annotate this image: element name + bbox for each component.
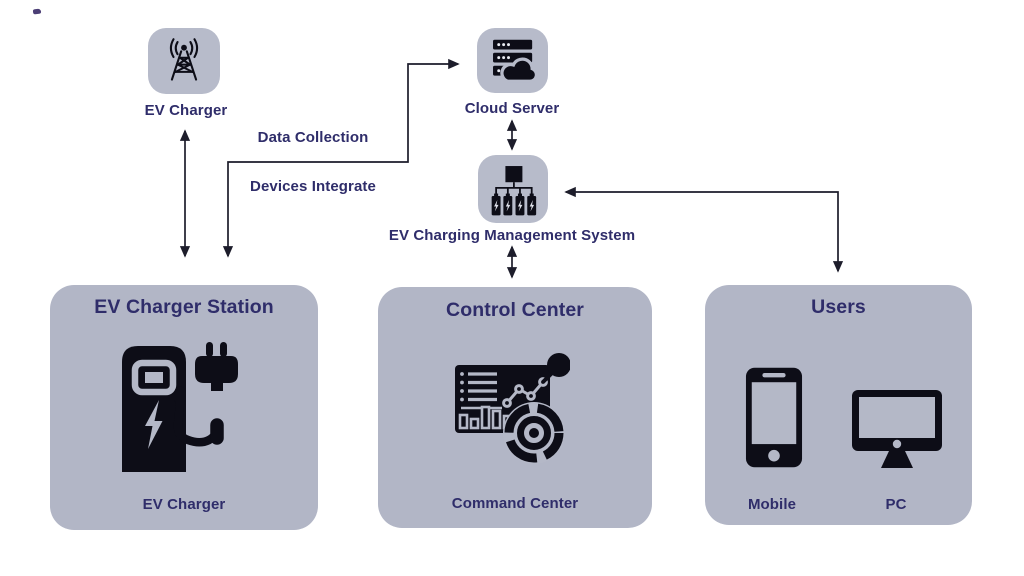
cloud-server-icon <box>492 39 538 83</box>
control-panel-caption: Command Center <box>451 495 579 512</box>
command-center-icon <box>455 353 570 464</box>
users-mobile-caption: Mobile <box>747 496 797 513</box>
antenna-node-label: EV Charger <box>144 102 228 119</box>
edge-label-data-collection: Data Collection <box>257 129 369 146</box>
panel-ev-charger-station: EV Charger Station EV Charger <box>50 285 318 530</box>
management-system-label: EV Charging Management System <box>388 227 636 244</box>
edge-label-devices-integrate: Devices Integrate <box>250 178 376 195</box>
cloud-server-tile <box>477 28 548 93</box>
cloud-server-label: Cloud Server <box>464 100 560 117</box>
station-panel-caption: EV Charger <box>142 496 226 513</box>
ev-charger-icon <box>122 342 238 472</box>
panel-users: Users Mobile PC <box>705 285 972 525</box>
management-system-icon <box>491 165 536 215</box>
ev-charger-antenna-tile <box>148 28 220 94</box>
management-system-tile <box>478 155 548 223</box>
pc-icon <box>852 390 942 468</box>
panel-control-center: Control Center <box>378 287 652 528</box>
users-panel-title: Users <box>811 296 866 318</box>
control-panel-title: Control Center <box>446 299 584 321</box>
antenna-icon <box>169 38 199 81</box>
mobile-icon <box>745 367 803 468</box>
stray-mark <box>32 8 42 15</box>
station-panel-title: EV Charger Station <box>94 296 274 318</box>
users-pc-caption: PC <box>885 496 907 513</box>
